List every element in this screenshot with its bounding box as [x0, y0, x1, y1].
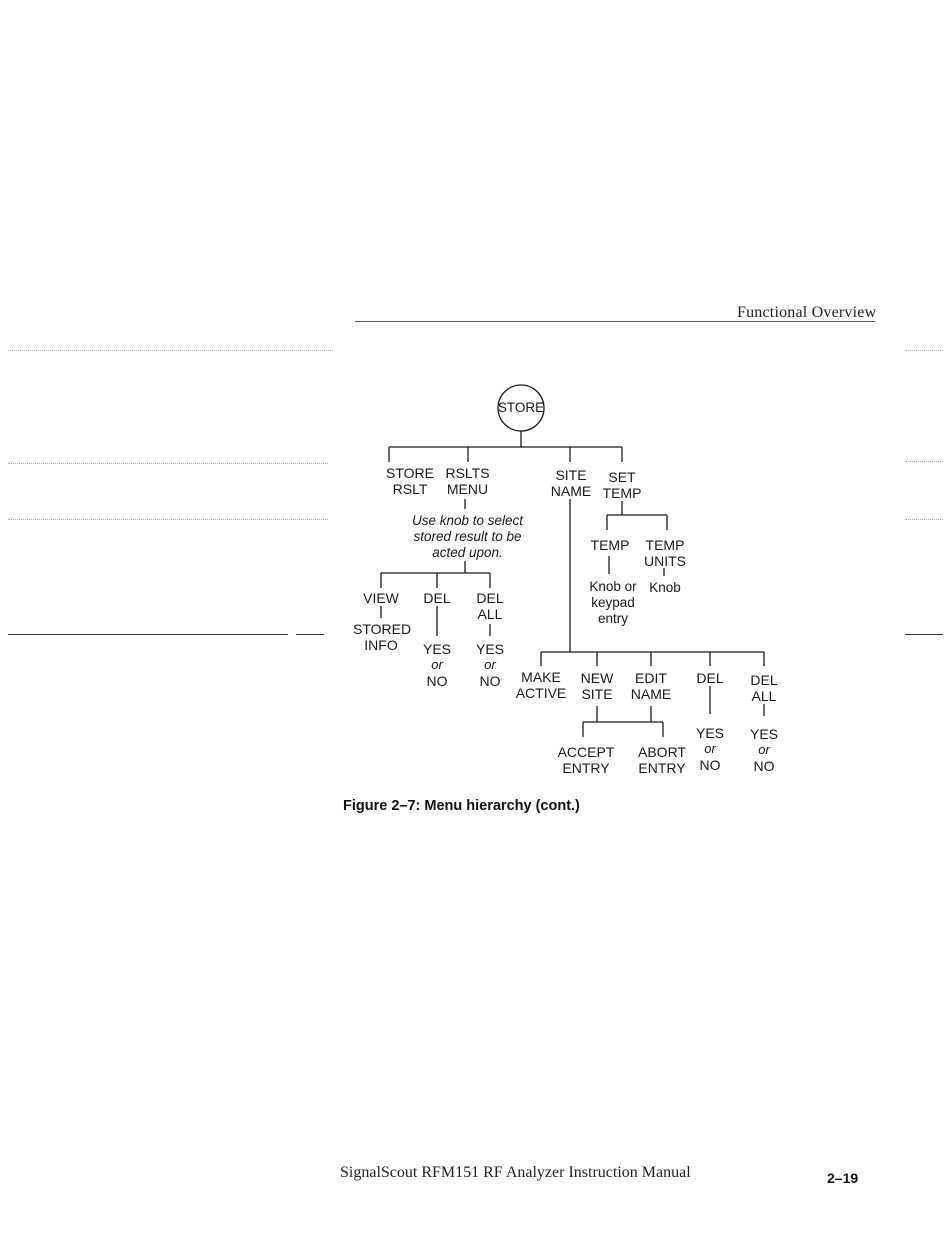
margin-dotted-line	[8, 350, 333, 351]
node-abort-entry: ABORT ENTRY	[634, 744, 690, 776]
temp-entry-line3: entry	[597, 611, 628, 626]
confirm-yes: YES	[749, 726, 778, 742]
node-rslt-del-all-line2: ALL	[477, 606, 503, 622]
margin-solid-line	[296, 634, 324, 635]
node-new-site-line1: NEW	[580, 670, 614, 686]
confirm-no: NO	[699, 757, 721, 773]
node-rslt-del: DEL	[423, 590, 451, 606]
confirm-or: or	[704, 741, 716, 756]
node-set-temp-line1: SET	[608, 469, 636, 485]
rslts-note-line2: stored result to be	[413, 529, 522, 544]
node-temp-units-line1: TEMP	[645, 537, 685, 553]
margin-dotted-line	[8, 463, 328, 464]
node-site-name: SITE NAME	[547, 467, 595, 499]
node-accept-line2: ENTRY	[562, 760, 610, 776]
node-abort-line2: ENTRY	[638, 760, 686, 776]
confirm-or: or	[431, 657, 443, 672]
node-accept-line1: ACCEPT	[557, 744, 615, 760]
node-temp: TEMP	[590, 537, 630, 553]
node-accept-entry: ACCEPT ENTRY	[556, 744, 616, 776]
rslts-note-line1: Use knob to select	[411, 513, 524, 528]
confirm-no: NO	[753, 758, 775, 774]
node-view-stored-info: STORED INFO	[353, 621, 412, 653]
node-temp-units-line2: UNITS	[644, 553, 686, 569]
node-edit-name-line1: EDIT	[635, 670, 667, 686]
node-edit-name-line2: NAME	[630, 686, 672, 702]
node-set-temp-line2: TEMP	[602, 485, 642, 501]
page-header-title: Functional Overview	[737, 304, 877, 321]
node-site-del-all: DEL ALL	[744, 672, 784, 704]
margin-dotted-line	[8, 519, 328, 520]
node-stored-line: STORED	[353, 621, 412, 637]
margin-dotted-line	[905, 461, 943, 462]
margin-solid-line	[8, 634, 288, 635]
root-store-label: STORE	[497, 400, 545, 415]
node-temp-units: TEMP UNITS	[643, 537, 687, 569]
node-rslts-menu-line2: MENU	[446, 481, 489, 497]
node-make-active: MAKE ACTIVE	[515, 669, 567, 701]
node-edit-name: EDIT NAME	[627, 670, 675, 702]
node-rslts-menu: RSLTS MENU	[440, 465, 495, 497]
confirm-or: or	[758, 742, 770, 757]
temp-entry-line1: Knob or	[589, 579, 637, 594]
confirm-or: or	[484, 657, 496, 672]
node-make-active-line2: ACTIVE	[515, 685, 567, 701]
node-rslt-del-all: DEL ALL	[470, 590, 510, 622]
node-store-rslt-line1: STORE	[386, 465, 434, 481]
footer-manual-title: SignalScout RFM151 RF Analyzer Instructi…	[340, 1164, 691, 1181]
node-make-active-line1: MAKE	[521, 669, 561, 685]
node-store-rslt: STORE RSLT	[380, 465, 440, 497]
node-new-site-line2: SITE	[581, 686, 613, 702]
margin-dotted-line	[905, 519, 943, 520]
node-temp-entry: Knob or keypad entry	[583, 579, 643, 627]
node-site-del-all-line1: DEL	[750, 672, 778, 688]
margin-solid-line	[905, 634, 943, 635]
node-site-name-line1: SITE	[555, 467, 587, 483]
confirm-no: NO	[426, 673, 448, 689]
node-site-name-line2: NAME	[550, 483, 592, 499]
confirm-yes: YES	[475, 641, 504, 657]
figure-caption: Figure 2–7: Menu hierarchy (cont.)	[343, 798, 580, 814]
node-new-site: NEW SITE	[574, 670, 620, 702]
temp-entry-line2: keypad	[591, 595, 635, 610]
node-view: VIEW	[363, 590, 399, 606]
header-rule	[355, 321, 875, 322]
node-site-del-confirm: YES or NO	[690, 725, 730, 773]
node-site-del-all-confirm: YES or NO	[744, 726, 784, 774]
rslts-note-line3: acted upon.	[432, 545, 503, 560]
node-rslt-del-confirm: YES or NO	[417, 641, 457, 689]
node-store-rslt-line2: RSLT	[392, 481, 428, 497]
margin-dotted-line	[905, 350, 943, 351]
node-site-del: DEL	[696, 670, 724, 686]
node-rslts-menu-line1: RSLTS	[445, 465, 490, 481]
node-set-temp: SET TEMP	[598, 469, 646, 501]
node-site-del-all-line2: ALL	[751, 688, 777, 704]
node-abort-line1: ABORT	[638, 744, 686, 760]
confirm-yes: YES	[422, 641, 451, 657]
rslts-note: Use knob to select stored result to be a…	[405, 513, 530, 561]
node-rslt-del-all-confirm: YES or NO	[470, 641, 510, 689]
node-rslt-del-all-line1: DEL	[476, 590, 504, 606]
node-units-entry: Knob	[649, 580, 681, 595]
node-info-line: INFO	[364, 637, 398, 653]
confirm-yes: YES	[695, 725, 724, 741]
footer-page-number: 2–19	[827, 1170, 859, 1186]
confirm-no: NO	[479, 673, 501, 689]
